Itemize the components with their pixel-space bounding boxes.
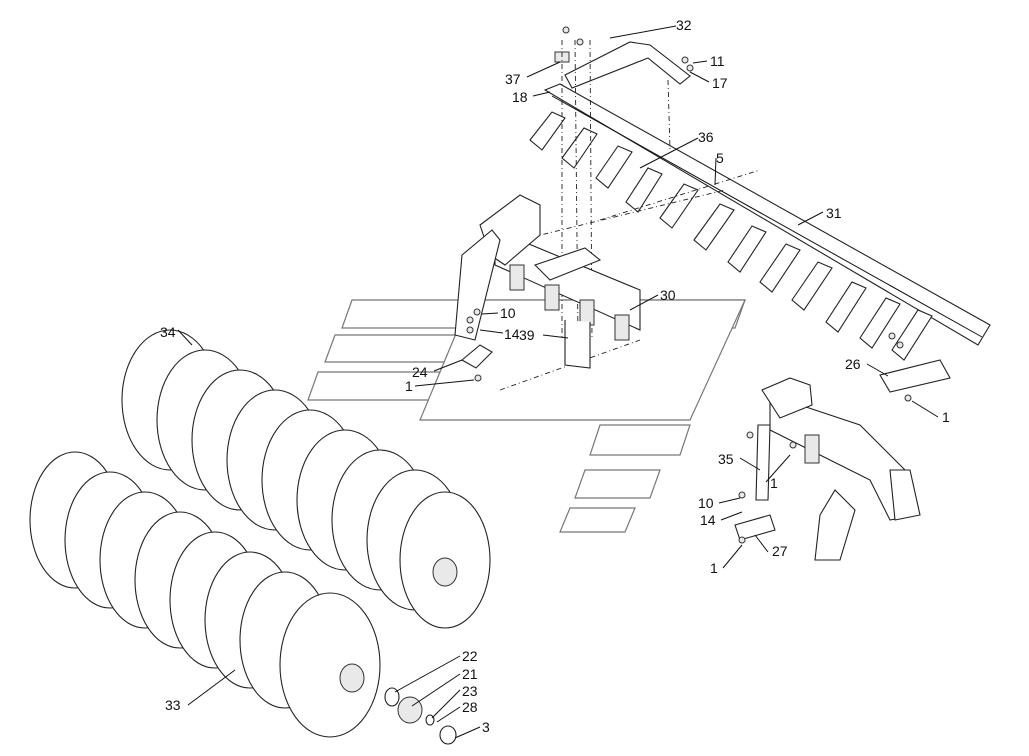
callout-1-d: 1 xyxy=(710,560,718,576)
callout-11: 11 xyxy=(710,53,725,69)
side-bracket xyxy=(755,377,921,561)
callout-32: 32 xyxy=(676,17,692,33)
callout-5: 5 xyxy=(716,150,724,166)
callout-3: 3 xyxy=(482,719,490,735)
callout-18: 18 xyxy=(512,89,528,105)
callout-14-right: 14 xyxy=(700,512,716,528)
callout-39: 39 xyxy=(519,327,535,343)
disc-roller-lower xyxy=(29,451,381,738)
callout-23: 23 xyxy=(462,683,478,699)
callout-37: 37 xyxy=(505,71,521,87)
callout-14-left: 14 xyxy=(504,326,520,342)
scraper-tines xyxy=(529,111,933,361)
callout-31: 31 xyxy=(826,205,842,221)
callout-1-b: 1 xyxy=(942,409,950,425)
callout-27: 27 xyxy=(772,543,788,559)
scraper-plates xyxy=(461,344,951,541)
callout-35: 35 xyxy=(718,451,734,467)
center-bracket xyxy=(454,194,641,369)
callout-22: 22 xyxy=(462,648,478,664)
disc-roller-upper xyxy=(121,329,491,629)
callout-33: 33 xyxy=(165,697,181,713)
leader-lines xyxy=(177,25,939,739)
callout-34: 34 xyxy=(160,324,176,340)
callout-30: 30 xyxy=(660,287,676,303)
main-beam xyxy=(543,83,991,346)
callout-1-c: 1 xyxy=(770,475,778,491)
callout-21: 21 xyxy=(462,666,478,682)
callout-1-a: 1 xyxy=(405,378,413,394)
callout-36: 36 xyxy=(698,129,714,145)
callout-10-left: 10 xyxy=(500,305,516,321)
callout-17: 17 xyxy=(712,75,728,91)
callout-28: 28 xyxy=(462,699,478,715)
callout-10-right: 10 xyxy=(698,495,714,511)
callout-26: 26 xyxy=(845,356,861,372)
fasteners xyxy=(466,26,912,544)
callout-24: 24 xyxy=(412,364,428,380)
